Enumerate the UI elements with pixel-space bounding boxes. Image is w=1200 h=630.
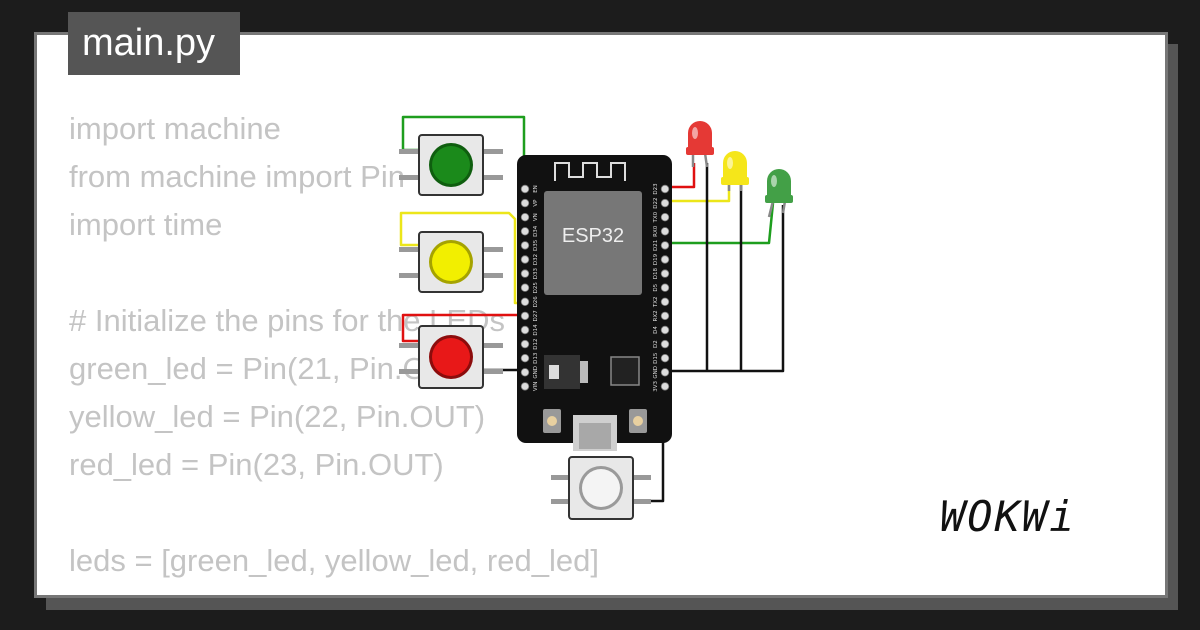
led-yellow[interactable] [721, 151, 749, 191]
button-cap-red [432, 338, 470, 376]
push-button-white[interactable] [551, 456, 651, 520]
pin-hole[interactable] [660, 283, 670, 292]
wire-green-led [665, 202, 775, 245]
code-line: import machine [69, 111, 281, 146]
pin-hole[interactable] [520, 325, 530, 335]
pin-hole[interactable] [520, 212, 530, 222]
code-preview: import machine from machine import Pin imp… [69, 105, 599, 595]
pin-hole[interactable] [520, 255, 530, 264]
pin-label: TX2 [653, 296, 659, 308]
pin-label: D2 [653, 340, 659, 348]
pin-label: D15 [653, 352, 659, 364]
led-red-dome [688, 121, 712, 149]
button-cap-white [582, 469, 620, 507]
pin-label: RX0 [653, 225, 659, 237]
pin-hole[interactable] [520, 198, 530, 208]
led-red[interactable] [686, 121, 714, 168]
pin-hole[interactable] [660, 255, 670, 264]
wire-ground-bus [665, 163, 785, 373]
project-preview-card: import machine from machine import Pin imp… [34, 32, 1168, 598]
pin-label: TX0 [653, 211, 659, 223]
pin-hole[interactable] [520, 382, 530, 391]
pin-hole[interactable] [660, 269, 670, 278]
pin-label: VP [533, 199, 539, 207]
pin-hole[interactable] [660, 354, 670, 363]
pin-label: GND [533, 366, 539, 379]
pin-hole[interactable] [520, 368, 530, 377]
pin-hole[interactable] [660, 382, 670, 391]
wokwi-logo: WOKWi [940, 492, 1077, 541]
button-cap-yellow [432, 243, 470, 281]
pin-label: D5 [653, 283, 659, 291]
pin-label: D23 [653, 183, 659, 195]
pin-hole[interactable] [520, 354, 530, 363]
pin-hole[interactable] [660, 311, 670, 321]
pin-hole[interactable] [660, 212, 670, 222]
pin-label: EN [533, 185, 539, 193]
push-button-red[interactable] [399, 325, 503, 389]
pin-label: D32 [533, 254, 539, 265]
pin-hole[interactable] [520, 297, 530, 306]
pin-hole[interactable] [660, 325, 670, 335]
pin-hole[interactable] [520, 311, 530, 321]
pin-label: VN [533, 213, 539, 221]
code-line: leds = [green_led, yellow_led, red_led] [69, 543, 599, 578]
pin-hole[interactable] [520, 269, 530, 278]
pin-hole[interactable] [660, 241, 670, 250]
led-yellow-dome [723, 151, 747, 179]
pin-label: D25 [533, 282, 539, 294]
wire-yellow-button [399, 211, 525, 305]
pin-label: RX2 [653, 310, 659, 321]
pin-label: D4 [653, 326, 659, 334]
pin-label: D33 [533, 267, 539, 279]
wire-red-led [665, 163, 696, 189]
pin-hole[interactable] [520, 241, 530, 250]
push-button-yellow[interactable] [399, 231, 503, 293]
pin-label: D14 [533, 324, 539, 336]
push-button-green[interactable] [399, 134, 503, 196]
pin-hole[interactable] [520, 227, 530, 236]
pin-label: D22 [653, 197, 659, 208]
code-line: from machine import Pin [69, 159, 405, 194]
code-line: red_led = Pin(23, Pin.OUT) [69, 447, 444, 482]
led-green-dome [767, 169, 791, 197]
pin-label: GND [653, 366, 659, 379]
pin-label: D12 [533, 338, 539, 349]
pin-label: D35 [533, 239, 539, 251]
led-green[interactable] [765, 169, 793, 218]
pin-hole[interactable] [660, 368, 670, 377]
pin-hole[interactable] [520, 339, 530, 349]
button-cap-green [432, 146, 470, 184]
pin-hole[interactable] [660, 227, 670, 236]
code-line: # current_led = leds[0] [69, 585, 599, 595]
pin-label: D26 [533, 296, 539, 308]
pin-label: D27 [533, 310, 539, 322]
pin-hole[interactable] [660, 198, 670, 208]
file-tab[interactable]: main.py [68, 12, 240, 75]
pin-label: 3V3 [653, 381, 659, 392]
wire-yellow-led [665, 183, 731, 203]
code-line: # Initialize the pins for the LEDs [69, 303, 505, 338]
pin-label: D21 [653, 240, 659, 251]
code-line: import time [69, 207, 223, 242]
pin-label: D18 [653, 267, 659, 279]
pin-hole[interactable] [660, 184, 670, 194]
code-line: yellow_led = Pin(22, Pin.OUT) [69, 399, 486, 434]
pin-label: D19 [653, 253, 659, 265]
esp32-board[interactable]: ESP32 ENVPVND34D35D32D33D25D26D27D14D12D… [517, 155, 672, 451]
pin-hole[interactable] [660, 339, 670, 349]
circuit-diagram: ESP32 ENVPVND34D35D32D33D25D26D27D14D12D… [399, 115, 793, 520]
pin-hole[interactable] [520, 184, 530, 194]
board-label: ESP32 [562, 225, 624, 247]
pin-hole[interactable] [660, 297, 670, 306]
pin-label: VIN [533, 382, 539, 392]
pin-label: D13 [533, 352, 539, 364]
pin-hole[interactable] [520, 283, 530, 292]
pin-label: D34 [533, 225, 539, 237]
